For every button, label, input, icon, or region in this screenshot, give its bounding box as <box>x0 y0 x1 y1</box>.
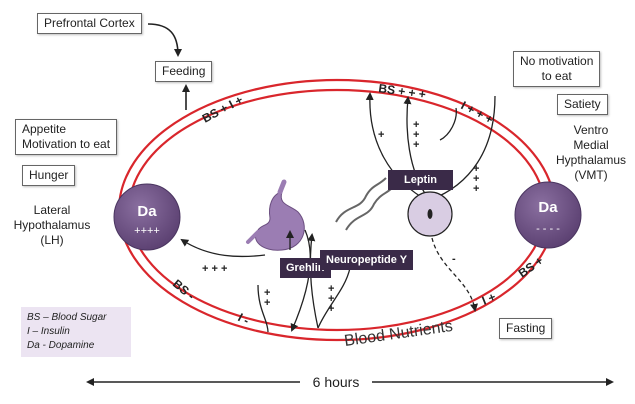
ring-label-bs-minus: BS - <box>170 277 197 303</box>
neuropeptide-y-label: Neuropeptide Y <box>320 250 414 270</box>
right-da-title: Da <box>538 199 558 216</box>
leptin-up-from-ring <box>439 107 457 141</box>
ring-label-bs-plus-right: BS + <box>516 253 546 280</box>
abbreviation-legend: BS – Blood Sugar I – Insulin Da - Dopami… <box>21 307 131 357</box>
ring-label-bs-plus3: BS + + + <box>378 81 427 102</box>
prefrontal-to-feeding-arrow <box>147 23 182 57</box>
appetite-line-2: Motivation to eat <box>22 137 111 151</box>
neuropeptide-loop-arrow <box>317 267 351 329</box>
appetite-box: Appetite Motivation to eat <box>15 119 118 155</box>
left-da-title: Da <box>137 203 157 220</box>
stomach-icon <box>246 179 305 251</box>
grehlin-plus-signs: + + + <box>202 263 227 275</box>
prefrontal-cortex-box: Prefrontal Cortex <box>37 13 142 34</box>
feeding-box: Feeding <box>155 61 213 82</box>
satiety-box: Satiety <box>557 94 608 115</box>
neuropeptide-up-arrow <box>307 233 319 329</box>
ventro-medial-hypothalamus-label: Ventro Medial Hypthalamus (VMT) <box>547 123 635 183</box>
ring-label-blood-nutrients: Blood Nutrients <box>343 318 454 350</box>
leptin-right-plus-3: + <box>473 183 479 195</box>
right-da-level: - - - - <box>536 223 560 235</box>
legend-line-2: I – Insulin <box>27 326 70 337</box>
grehlin-to-left-da-arrow <box>180 238 266 258</box>
leptin-loop-right-line <box>429 95 496 201</box>
grehlin-label: Grehlin <box>280 258 331 278</box>
ring-label-bs-i-plus: BS + I + <box>200 93 245 126</box>
appetite-line-1: Appetite <box>22 122 67 136</box>
neuropeptide-squiggle-1 <box>335 177 387 223</box>
neuropeptide-squiggle-2 <box>345 187 393 231</box>
vmt-line-1: Ventro <box>573 123 609 137</box>
leptin-to-fasting-dashed-arrow <box>431 237 478 312</box>
leptin-label: Leptin <box>388 170 453 190</box>
vmt-line-4: (VMT) <box>574 168 608 182</box>
grehlin-down-plus-1: + <box>264 287 270 299</box>
no-motivation-line-2: to eat <box>541 69 572 83</box>
leptin-loop-left-arrow <box>365 92 431 203</box>
neuropeptide-plus-3: + <box>328 303 334 315</box>
leptin-inner-plus-1: + <box>413 119 419 131</box>
leptin-inner-plus-2: + <box>413 129 419 141</box>
grehlin-down-curve <box>257 284 269 333</box>
lh-line-1: Lateral <box>33 203 71 217</box>
right-da-circle <box>514 181 582 249</box>
left-da-level: ++++ <box>134 225 160 237</box>
ring-label-i-plus-right: I + <box>480 290 498 308</box>
grehlin-down-plus-2: + <box>264 297 270 309</box>
leptin-left-plus: + <box>378 129 384 141</box>
lh-line-2: Hypothalamus <box>13 218 91 232</box>
fasting-box: Fasting <box>499 318 553 339</box>
lh-line-3: (LH) <box>40 233 64 247</box>
legend-line-3: Da - Dopamine <box>27 340 95 351</box>
neuropeptide-plus-1: + <box>328 283 334 295</box>
neuropeptide-plus-2: + <box>328 293 334 305</box>
no-motivation-box: No motivation to eat <box>513 51 601 87</box>
leptin-dashed-minus: - <box>452 253 456 265</box>
leptin-right-plus-1: + <box>473 163 479 175</box>
legend-line-1: BS – Blood Sugar <box>27 312 107 323</box>
timeline-label: 6 hours <box>313 374 360 390</box>
leptin-right-plus-2: + <box>473 173 479 185</box>
left-da-circle <box>113 183 181 251</box>
hunger-box: Hunger <box>22 165 76 186</box>
no-motivation-line-1: No motivation <box>520 54 594 68</box>
leptin-inner-plus-3: + <box>413 139 419 151</box>
vmt-line-2: Medial <box>573 138 609 152</box>
lateral-hypothalamus-label: Lateral Hypothalamus (LH) <box>2 203 102 248</box>
vmt-line-3: Hypthalamus <box>555 153 627 167</box>
